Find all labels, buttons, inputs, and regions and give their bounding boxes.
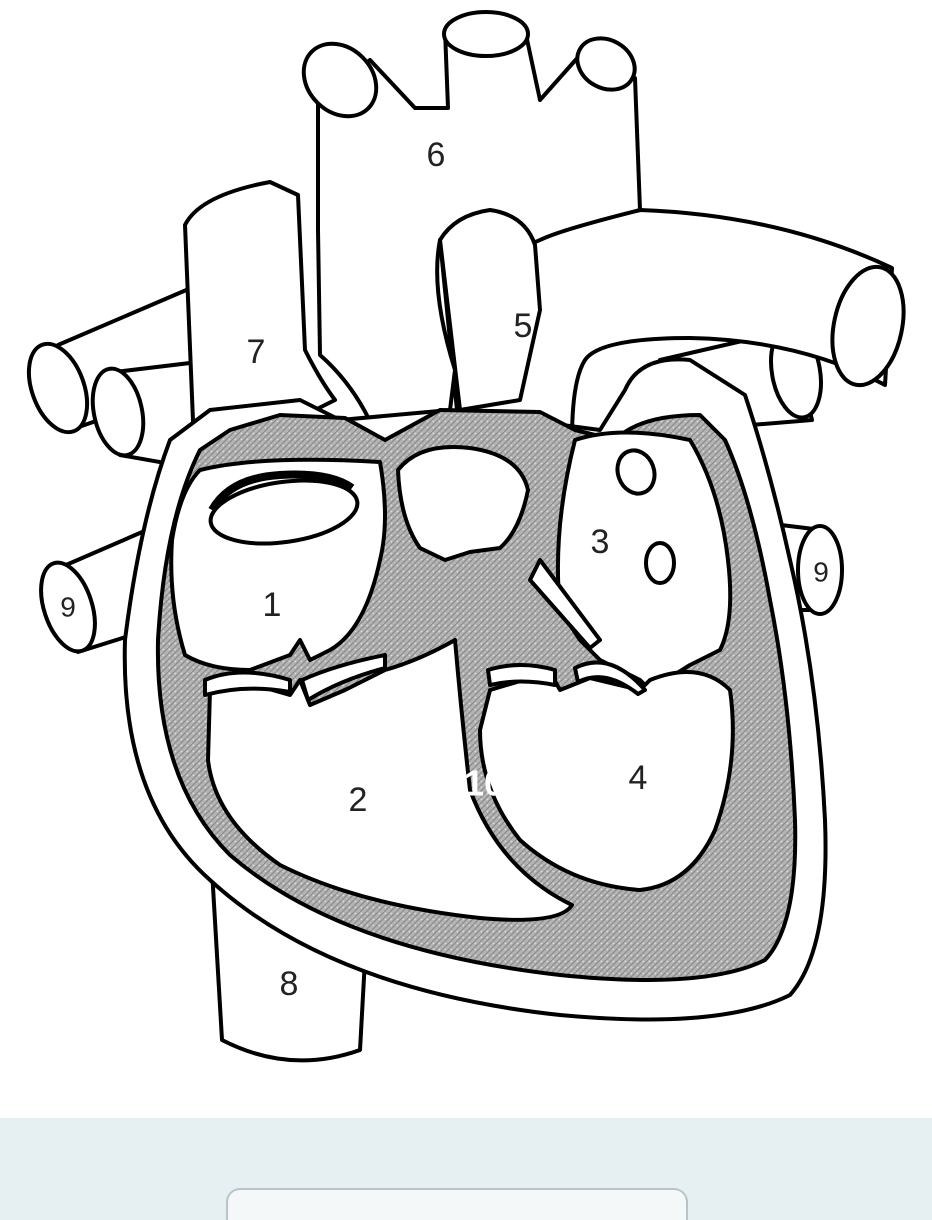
superior-vena-cava	[183, 180, 337, 472]
label-right-atrium: 1	[263, 586, 282, 624]
label-aorta: 6	[427, 136, 446, 174]
label-left-atrium: 3	[591, 523, 610, 561]
right-ventricle	[206, 638, 574, 922]
label-right-ventricle: 2	[349, 781, 368, 819]
aortic-outflow	[396, 444, 530, 562]
heart-diagram-canvas: 1 2 3 4 5 6 7 8 9 9 10	[0, 0, 932, 1118]
tricuspid-valve	[203, 653, 387, 702]
heart-diagram: 1 2 3 4 5 6 7 8 9 9 10	[26, 10, 906, 1063]
left-pulmonary-veins	[26, 280, 217, 654]
pulmonary-trunk	[438, 208, 542, 412]
label-pulmonary-vein-right: 9	[813, 556, 829, 587]
mitral-valve	[486, 660, 647, 696]
label-pulmonary-artery: 5	[514, 307, 533, 345]
label-septum: 10	[464, 763, 504, 804]
label-left-ventricle: 4	[629, 759, 648, 797]
bottom-tab[interactable]	[226, 1188, 688, 1220]
bottom-panel	[0, 1118, 932, 1200]
label-inferior-vena-cava: 8	[280, 965, 299, 1003]
left-ventricle	[478, 670, 735, 892]
label-pulmonary-vein-left: 9	[60, 591, 76, 622]
label-superior-vena-cava: 7	[247, 333, 266, 371]
